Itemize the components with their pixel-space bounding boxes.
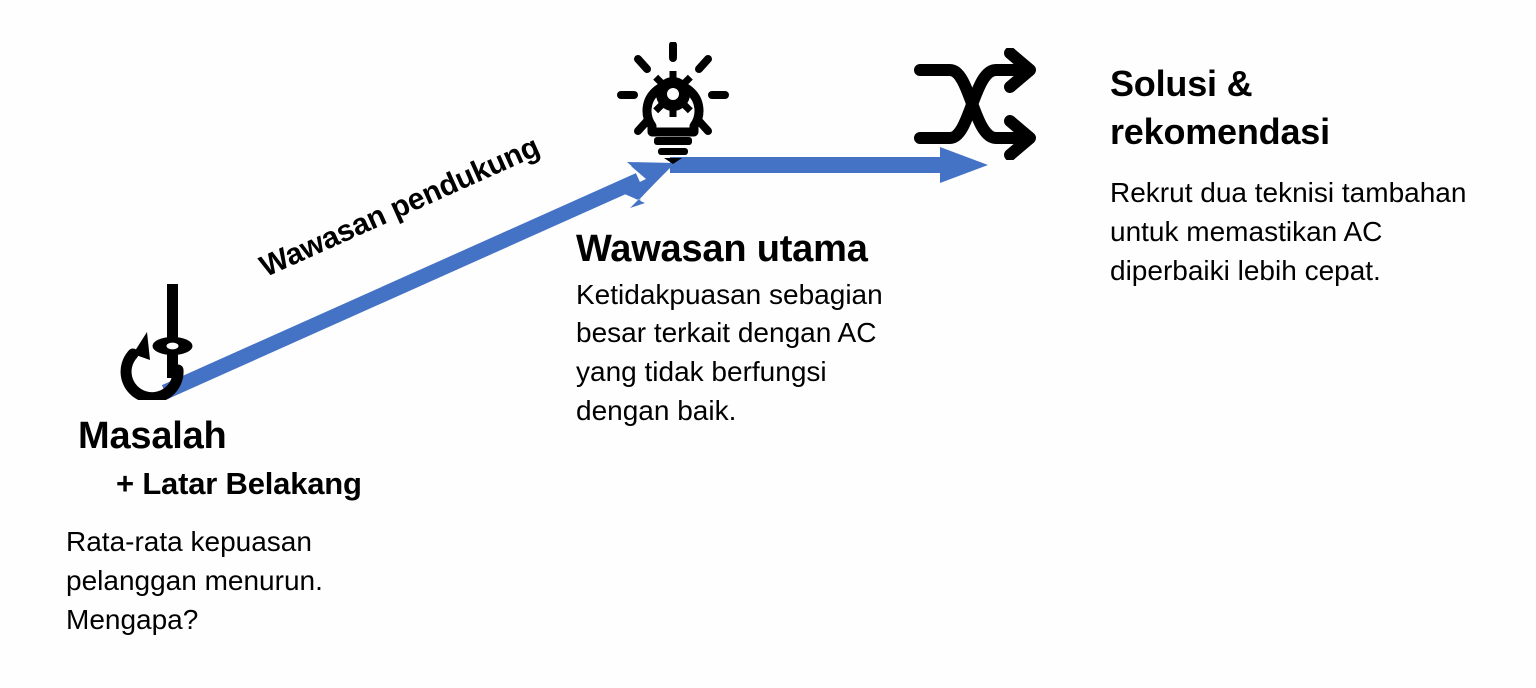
solution-body-line: untuk memastikan AC (1110, 215, 1383, 247)
insight-body-line: yang tidak berfungsi (576, 356, 827, 388)
problem-body: Rata-rata kepuasan pelanggan menurun. Me… (66, 523, 396, 640)
problem-title: Masalah (78, 415, 227, 457)
shuffle-arrows-icon (912, 48, 1058, 160)
problem-body-line: pelanggan menurun. (66, 565, 323, 597)
problem-subtitle: + Latar Belakang (116, 465, 362, 501)
insight-body: Ketidakpuasan sebagian besar terkait den… (576, 276, 916, 432)
stage-problem: Masalah + Latar Belakang Rata-rata kepua… (66, 415, 486, 640)
solution-title-line: Solusi & (1110, 63, 1253, 104)
stage-insight: Wawasan utama Ketidakpuasan sebagian bes… (576, 228, 936, 431)
solution-title: Solusi & rekomendasi (1110, 60, 1510, 156)
solution-title-line: rekomendasi (1110, 110, 1330, 152)
lightbulb-gear-icon (614, 42, 732, 164)
solution-body-line: Rekrut dua teknisi tambahan (1110, 176, 1467, 208)
stage-solution: Solusi & rekomendasi Rekrut dua teknisi … (1110, 60, 1510, 290)
fish-hook-icon (112, 282, 204, 400)
solution-body-line: diperbaiki lebih cepat. (1110, 254, 1381, 286)
insight-body-line: dengan baik. (576, 395, 737, 427)
problem-body-line: Mengapa? (66, 604, 199, 635)
insight-body-line: Ketidakpuasan sebagian (576, 278, 883, 310)
problem-body-line: Rata-rata kepuasan (66, 526, 312, 558)
insight-body-line: besar terkait dengan AC (576, 317, 877, 349)
solution-body: Rekrut dua teknisi tambahan untuk memast… (1110, 174, 1505, 291)
diagonal-arrow-label: Wawasan pendukung (255, 130, 545, 284)
insight-title: Wawasan utama (576, 228, 868, 270)
